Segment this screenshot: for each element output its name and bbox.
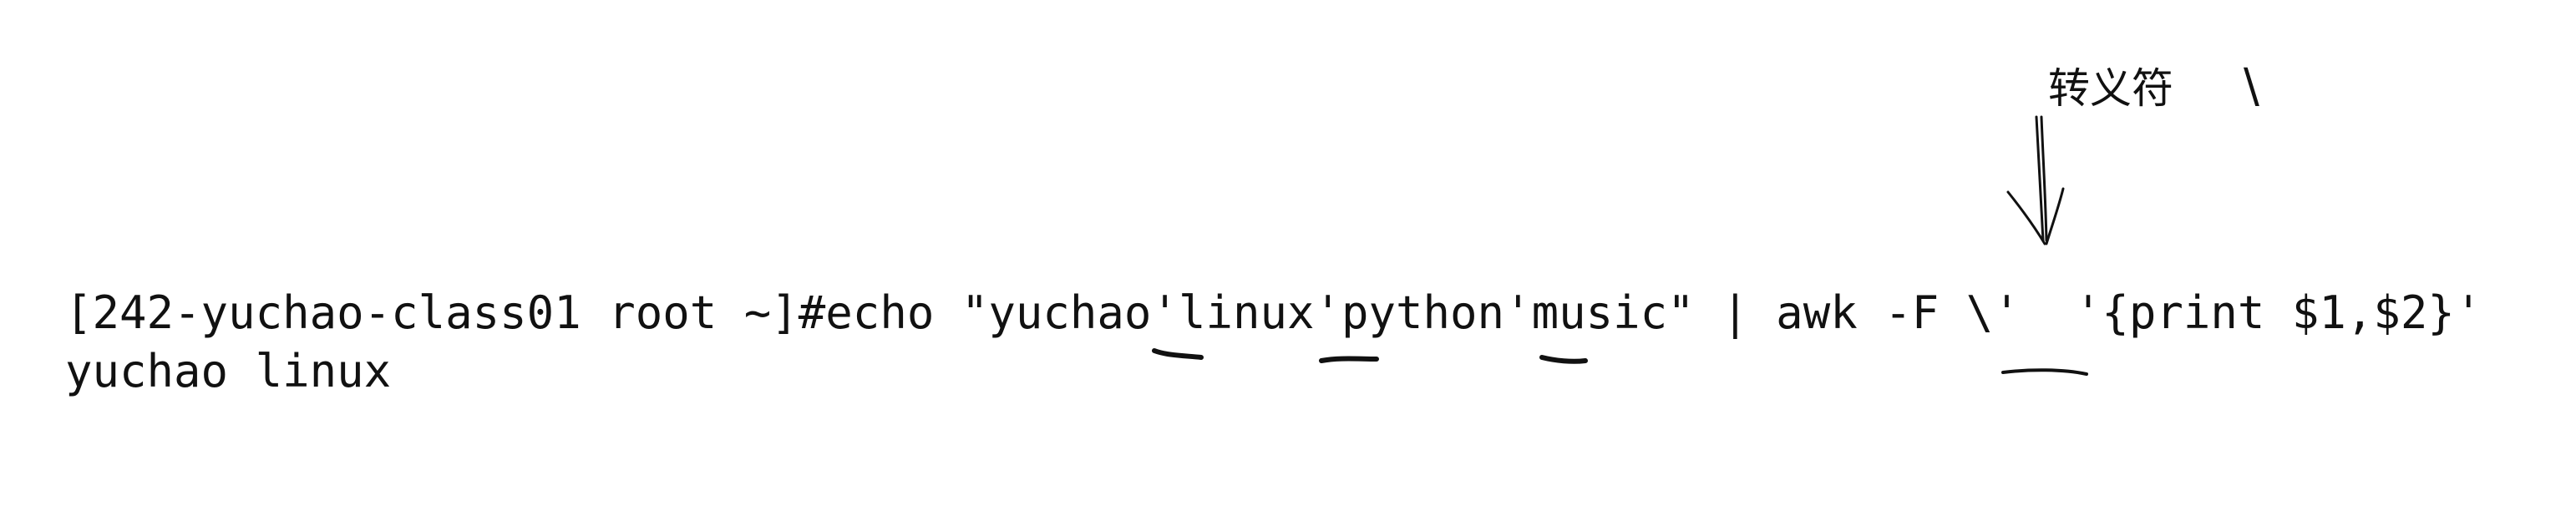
underline-escaped-quote [2001,368,2088,376]
terminal-output-line: yuchao linux [65,345,392,397]
annotation-arrow [2006,115,2065,245]
underline-quote-2 [1319,356,1379,363]
terminal-command-line: [242-yuchao-class01 root ~]#echo "yuchao… [65,286,2482,339]
underline-quote-3 [1539,355,1588,364]
annotation-escape-label: 转义符 [2048,64,2173,113]
underline-quote-1 [1152,348,1204,360]
annotation-backslash-symbol: \ [2244,59,2259,114]
